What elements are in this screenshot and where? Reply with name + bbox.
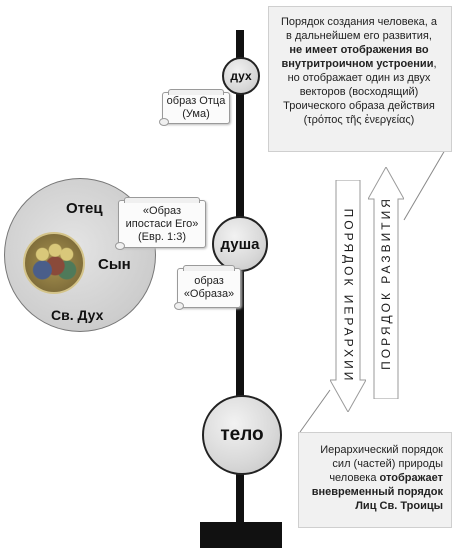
image-of-image-line: «Образа» — [183, 288, 235, 300]
note-line: сил (частей) природы — [332, 458, 443, 470]
hierarchy-arrow: ПОРЯДОК ИЕРАРХИИ — [329, 179, 367, 414]
hierarchy-note-box: Иерархический порядок сил (частей) приро… — [298, 432, 452, 528]
note-line: Иерархический порядок — [320, 444, 443, 456]
axis-base — [200, 522, 282, 548]
note-bold-line: не имеет отображения во — [289, 44, 429, 56]
hypostasis-scroll: «Образ ипостаси Его» (Евр. 1:3) — [115, 197, 206, 250]
note-line: но отображает один из двух — [287, 72, 431, 84]
note-line: Порядок создания человека, а — [281, 16, 437, 28]
note-bold-line: внутритроичном устроении — [281, 58, 434, 70]
image-of-image-scroll: образ «Образа» — [174, 265, 241, 310]
son-label: Сын — [98, 256, 131, 273]
body-circle: тело — [202, 395, 282, 475]
hypostasis-line: (Евр. 1:3) — [137, 230, 186, 243]
development-arrow: ПОРЯДОК РАЗВИТИЯ — [367, 165, 405, 400]
hypostasis-line: «Образ — [142, 204, 182, 217]
note-bold-line: отображает — [379, 472, 443, 484]
father-label: Отец — [66, 200, 103, 217]
father-image-line: (Ума) — [182, 108, 210, 120]
note-line: (τρόπος τῆς ἐνεργείας) — [303, 114, 415, 126]
note-bold-line: вневременный порядок — [311, 486, 443, 498]
body-label: тело — [220, 424, 264, 445]
holy-spirit-label: Св. Дух — [51, 307, 104, 323]
note-line: человека — [329, 472, 377, 484]
spirit-label: дух — [230, 69, 252, 83]
father-image-line: образ Отца — [166, 95, 226, 107]
soul-circle: душа — [212, 216, 268, 272]
father-image-scroll: образ Отца (Ума) — [159, 89, 230, 126]
note-line: Троического образа действия — [283, 100, 435, 112]
development-note-box: Порядок создания человека, а в дальнейше… — [268, 6, 452, 152]
hypostasis-line: ипостаси Его» — [125, 217, 199, 230]
down-arrow-icon — [329, 179, 367, 414]
image-of-image-line: образ — [194, 275, 224, 287]
note-line: в дальнейшем его развития, — [286, 30, 432, 42]
note-line: векторов (восходящий) — [299, 86, 419, 98]
spirit-circle: дух — [222, 57, 260, 95]
trinity-icon-image — [23, 232, 85, 294]
soul-label: душа — [220, 235, 260, 253]
note-bold-line: Лиц Св. Троицы — [355, 500, 443, 512]
